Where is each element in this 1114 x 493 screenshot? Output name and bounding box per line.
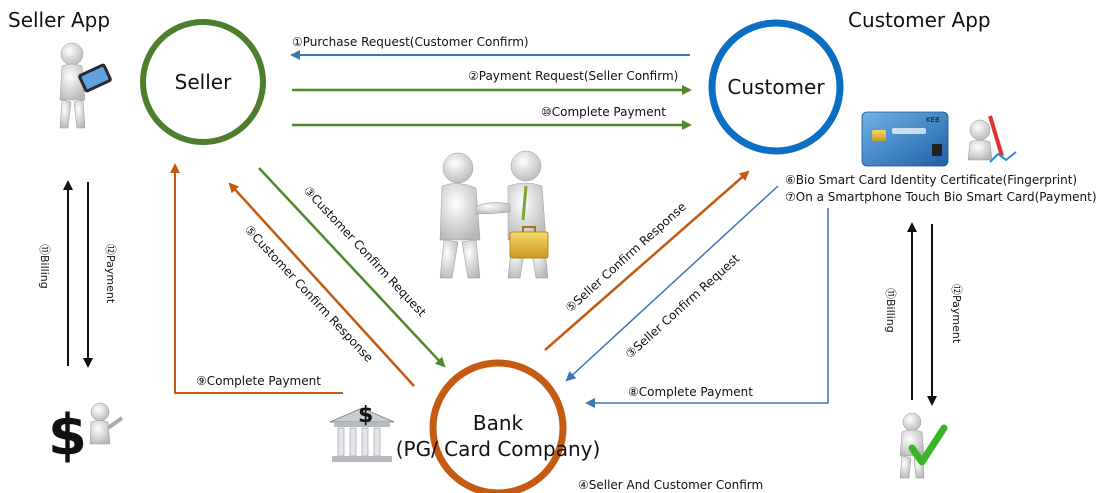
seller-payment-label: ⑫Payment bbox=[104, 244, 117, 304]
credit-card-icon: KEB bbox=[861, 111, 949, 167]
customer-confirm-request-arrow bbox=[258, 167, 446, 368]
bio-identity-label: ⑥Bio Smart Card Identity Certificate(Fin… bbox=[785, 173, 1077, 187]
seller-confirm-response-label: ⑤Seller Confirm Response bbox=[563, 200, 689, 316]
seller-billing-label: ⑪Billing bbox=[38, 244, 51, 289]
complete-payment-bank-arrow bbox=[585, 208, 829, 408]
svg-text:KEB: KEB bbox=[926, 116, 940, 124]
purchase-request-label: ①Purchase Request(Customer Confirm) bbox=[292, 35, 529, 49]
customer-node: Customer bbox=[708, 19, 844, 155]
seller-and-customer-confirm-label: ④Seller And Customer Confirm bbox=[578, 478, 763, 492]
bank-sublabel: (PG/ Card Company) bbox=[396, 437, 601, 461]
complete-payment-customer-label: ⑩Complete Payment bbox=[541, 105, 666, 119]
pencil-person-icon bbox=[967, 115, 1017, 163]
dollar-person-icon: $ bbox=[48, 402, 124, 468]
complete-payment-seller-label: ⑨Complete Payment bbox=[196, 374, 321, 388]
handshake-icon bbox=[439, 150, 549, 279]
customer-billing-label: ⑪Billing bbox=[884, 288, 897, 333]
customer-app-title: Customer App bbox=[848, 8, 991, 32]
bank-node: Bank (PG/ Card Company) bbox=[396, 359, 601, 493]
bank-building-icon: $ bbox=[329, 403, 395, 462]
bank-label: Bank bbox=[473, 411, 524, 435]
svg-text:$: $ bbox=[48, 403, 87, 468]
payment-request-label: ②Payment Request(Seller Confirm) bbox=[468, 69, 678, 83]
check-person-icon bbox=[899, 412, 948, 479]
bank-circle bbox=[429, 359, 567, 493]
seller-node: Seller bbox=[140, 19, 266, 145]
smartphone-touch-label: ⑦On a Smartphone Touch Bio Smart Card(Pa… bbox=[785, 190, 1097, 204]
seller-label: Seller bbox=[175, 70, 232, 94]
svg-text:$: $ bbox=[358, 403, 373, 428]
customer-label: Customer bbox=[727, 75, 825, 99]
seller-circle bbox=[140, 19, 266, 145]
customer-circle bbox=[708, 19, 844, 155]
tablet-user-icon bbox=[59, 42, 112, 129]
customer-payment-label: ⑫Payment bbox=[950, 284, 963, 344]
complete-payment-bank-label: ⑧Complete Payment bbox=[628, 385, 753, 399]
seller-app-title: Seller App bbox=[8, 8, 110, 32]
customer-confirm-response-arrow bbox=[228, 182, 415, 387]
seller-confirm-response-arrow bbox=[544, 170, 750, 351]
seller-confirm-request-arrow bbox=[565, 185, 779, 382]
complete-payment-seller-arrow bbox=[170, 163, 343, 394]
